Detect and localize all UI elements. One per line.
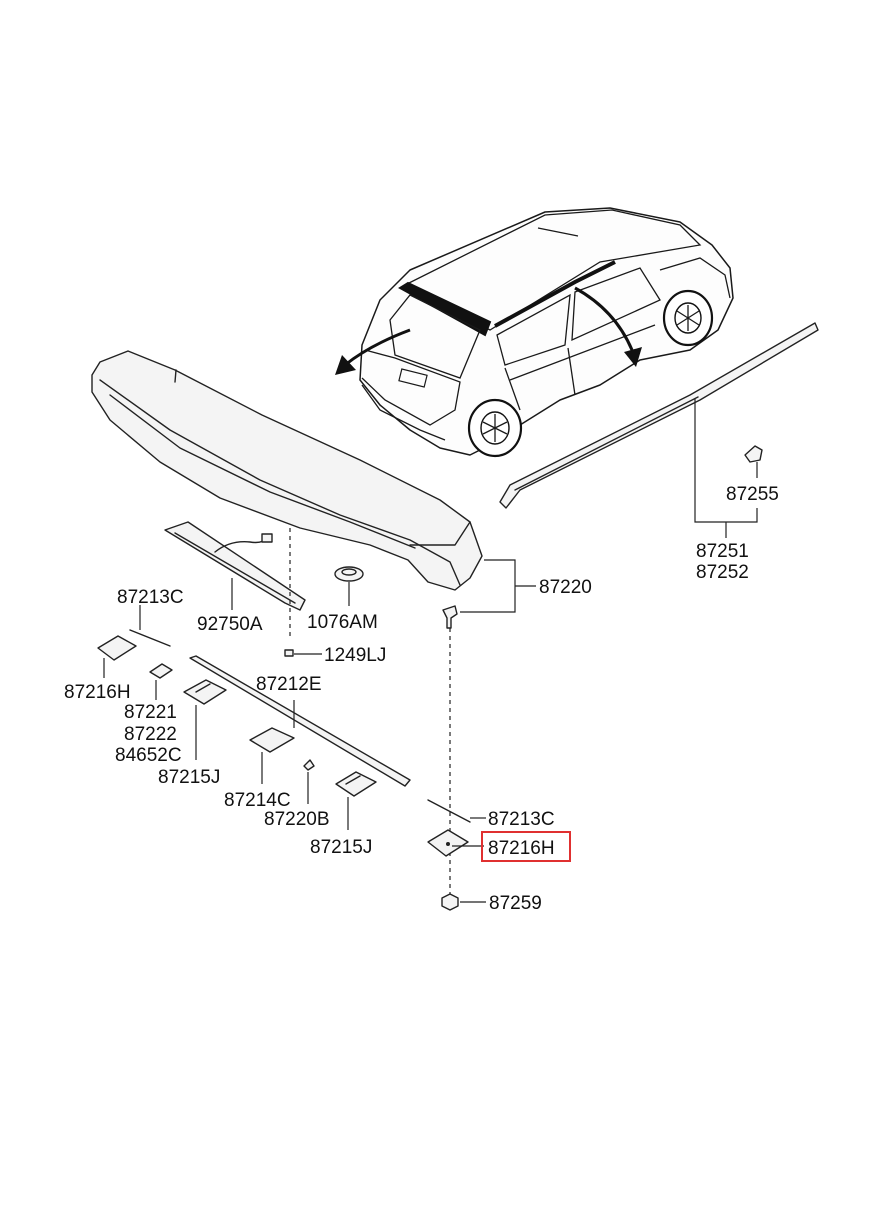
- label-1076am[interactable]: 1076AM: [307, 612, 378, 633]
- label-87220b[interactable]: 87220B: [264, 809, 330, 830]
- clip-87220b: [303, 759, 315, 771]
- rail-clip-87255: [744, 445, 763, 478]
- stop-lamp-92750a: [164, 521, 306, 611]
- grommet-1076am: [334, 566, 364, 582]
- strip-87212e: [189, 655, 411, 787]
- label-1249lj[interactable]: 1249LJ: [324, 645, 386, 666]
- rear-spoiler: [91, 350, 483, 591]
- label-92750a[interactable]: 92750A: [197, 614, 263, 635]
- tape-87213c-right: [427, 799, 471, 823]
- pad-87216h-left: [97, 635, 137, 661]
- pad-87216h-selected: [427, 829, 469, 857]
- tape-87213c-top: [129, 629, 171, 647]
- nut-87259: [441, 893, 459, 911]
- screw-1249lj: [284, 649, 294, 657]
- spoiler-bolt: [442, 605, 458, 629]
- label-87259[interactable]: 87259: [489, 893, 542, 914]
- label-87222[interactable]: 87222: [124, 724, 177, 745]
- selected-part-highlight[interactable]: [481, 831, 571, 862]
- label-87215j-right[interactable]: 87215J: [310, 837, 372, 858]
- label-87255[interactable]: 87255: [726, 484, 779, 505]
- label-87221[interactable]: 87221: [124, 702, 177, 723]
- label-87251[interactable]: 87251: [696, 541, 749, 562]
- label-87216h-selected[interactable]: 87216H: [488, 838, 555, 859]
- leader-87251: [694, 398, 758, 538]
- roof-rack-rail: [499, 322, 819, 509]
- pad-87214c: [249, 727, 295, 753]
- label-87215j-left[interactable]: 87215J: [158, 767, 220, 788]
- label-87220[interactable]: 87220: [539, 577, 592, 598]
- pad-87221: [149, 663, 173, 679]
- label-87216h-left[interactable]: 87216H: [64, 682, 131, 703]
- pad-87215j-left: [183, 679, 227, 705]
- label-87213c-top[interactable]: 87213C: [117, 587, 184, 608]
- label-87212e[interactable]: 87212E: [256, 674, 322, 695]
- pad-87215j-right: [335, 771, 377, 797]
- label-87252[interactable]: 87252: [696, 562, 749, 583]
- label-84652c[interactable]: 84652C: [115, 745, 182, 766]
- label-87214c[interactable]: 87214C: [224, 790, 291, 811]
- car-illustration: [335, 207, 734, 458]
- leader-87220: [460, 559, 536, 613]
- label-87213c-right[interactable]: 87213C: [488, 809, 555, 830]
